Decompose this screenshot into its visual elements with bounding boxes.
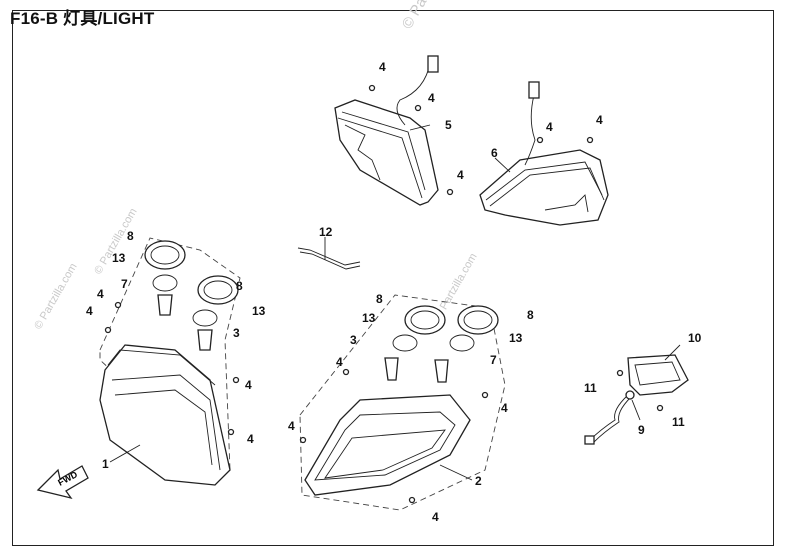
callout-13-d: 13 [509,331,523,345]
callout-8-b: 8 [236,279,243,293]
callout-1: 1 [102,457,109,471]
watermark-left: © Partzilla.com [32,261,79,331]
headlight-housing-2 [304,394,471,496]
leader-lines [109,124,681,481]
callout-4-e: 4 [596,113,603,127]
callout-10: 10 [688,331,702,345]
diagram-frame [12,10,774,546]
right-assembly-group [299,294,506,511]
callout-4-a: 4 [379,60,386,74]
callout-4-i: 4 [247,432,254,446]
callout-9: 9 [638,423,645,437]
callout-7-left: 7 [121,277,128,291]
callout-11-left: 11 [584,381,597,395]
left-bulb-assembly [144,240,239,351]
callout-4-b: 4 [428,91,435,105]
tail-light-10 [627,354,689,396]
page-title: F16-B 灯具/LIGHT [10,9,155,28]
callout-4-d: 4 [546,120,553,134]
callout-4-l: 4 [501,401,508,415]
right-bulb-assembly [384,305,499,383]
wire-harness-9 [584,390,635,445]
callout-4-j: 4 [336,355,343,369]
screws [104,84,664,504]
watermark-top: © Partzilla.com [399,0,464,32]
callout-4-k: 4 [288,419,295,433]
callout-4-f: 4 [97,287,104,301]
callout-13-c: 13 [362,311,376,325]
callout-5: 5 [445,118,452,132]
callout-4-m: 4 [432,510,439,524]
callout-4-c: 4 [457,168,464,182]
headlight-housing-1 [99,344,231,486]
callout-6: 6 [491,146,498,160]
callout-8-c: 8 [376,292,383,306]
callout-8-a: 8 [127,229,134,243]
callouts: 1 2 3 3 4 4 4 4 4 4 4 4 4 4 4 4 4 5 6 7 … [86,60,702,524]
callout-4-g: 4 [86,304,93,318]
fwd-direction-arrow: FWD [36,465,89,500]
bracket-rod-12 [297,247,361,270]
callout-13-a: 13 [112,251,126,265]
headlight-module-6 [479,81,609,226]
callout-2: 2 [475,474,482,488]
callout-12: 12 [319,225,333,239]
headlight-module-5 [334,55,439,206]
callout-3-left: 3 [233,326,240,340]
callout-13-b: 13 [252,304,266,318]
callout-4-h: 4 [245,378,252,392]
callout-11-right: 11 [672,415,685,429]
callout-3-right: 3 [350,333,357,347]
callout-7-right: 7 [490,353,497,367]
callout-8-d: 8 [527,308,534,322]
